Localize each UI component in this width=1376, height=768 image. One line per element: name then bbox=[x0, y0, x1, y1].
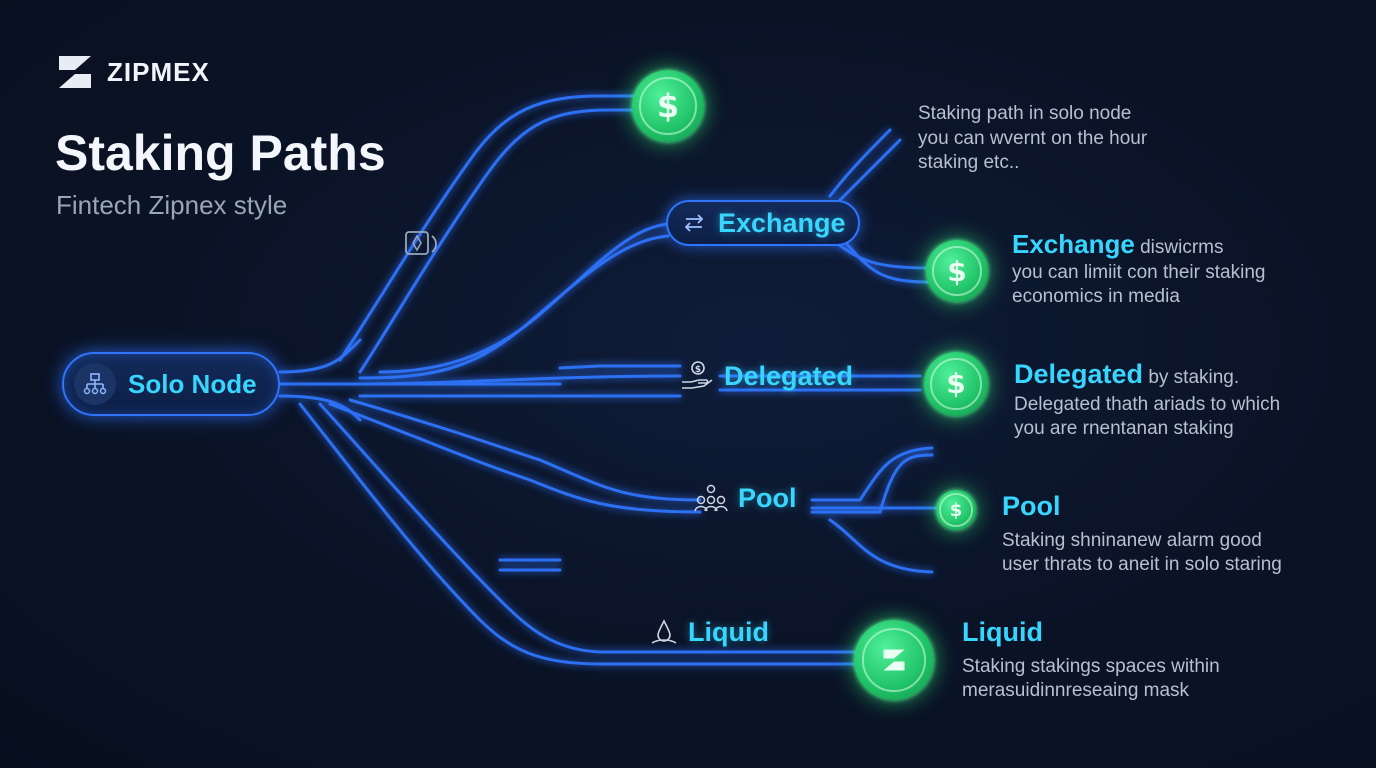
coin-exchange: $ bbox=[926, 240, 988, 302]
desc-delegated-head: Delegated bbox=[1014, 359, 1144, 389]
delegated-label: Delegated bbox=[724, 360, 854, 391]
zipmex-coin-icon bbox=[862, 628, 926, 692]
liquid-label: Liquid bbox=[688, 616, 769, 647]
desc-top-line: staking etc.. bbox=[918, 152, 1020, 173]
people-group-icon bbox=[694, 484, 728, 512]
desc-exchange-tail: diswicrms bbox=[1134, 237, 1224, 258]
desc-top-line: Staking path in solo node bbox=[918, 103, 1132, 124]
rotate-document-icon bbox=[405, 231, 437, 255]
pool-node[interactable]: Pool bbox=[694, 478, 797, 518]
water-drop-icon bbox=[651, 619, 677, 644]
desc-top: Staking path in solo node you can wvernt… bbox=[918, 102, 1147, 176]
desc-exchange-line: economics in media bbox=[1012, 286, 1180, 307]
network-node-icon bbox=[74, 363, 116, 405]
delegated-node[interactable]: $ Delegated bbox=[680, 356, 853, 396]
coin-top: $ bbox=[632, 70, 704, 142]
svg-text:$: $ bbox=[695, 365, 701, 375]
desc-top-line: you can wvernt on the hour bbox=[918, 127, 1148, 149]
desc-pool-line: user thrats to aneit in solo staring bbox=[1002, 554, 1282, 575]
desc-delegated: Delegated by staking. Delegated thath ar… bbox=[1014, 359, 1281, 442]
desc-liquid-line: merasuidinnreseaing mask bbox=[962, 680, 1190, 701]
desc-liquid-head: Liquid bbox=[962, 617, 1043, 647]
desc-delegated-line: Delegated thath ariads to which bbox=[1014, 393, 1281, 415]
coin-pool: $ bbox=[936, 490, 976, 530]
desc-delegated-line: you are rnentanan staking bbox=[1014, 418, 1234, 439]
exchange-node[interactable]: Exchange bbox=[666, 200, 860, 246]
coin-liquid bbox=[854, 620, 934, 700]
desc-liquid: Liquid Staking stakings spaces within me… bbox=[962, 617, 1220, 704]
desc-delegated-title: Delegated by staking. bbox=[1014, 359, 1280, 391]
swap-arrows-icon bbox=[684, 214, 704, 232]
hand-coin-icon: $ bbox=[682, 361, 713, 389]
solo-node-label: Solo Node bbox=[128, 368, 257, 399]
page-subtitle: Fintech Zipnex style bbox=[56, 190, 288, 220]
solo-node[interactable]: Solo Node bbox=[62, 352, 280, 416]
coin-delegated: $ bbox=[924, 352, 988, 416]
desc-pool-head: Pool bbox=[1002, 491, 1061, 521]
desc-exchange: Exchange diswicrms you can limiit con th… bbox=[1012, 229, 1266, 310]
desc-delegated-tail: by staking. bbox=[1143, 367, 1240, 388]
brand: ZIPMEX bbox=[55, 50, 210, 94]
page-title: Staking Paths bbox=[55, 125, 386, 181]
desc-liquid-line: Staking stakings spaces within bbox=[962, 655, 1220, 677]
pool-label: Pool bbox=[738, 482, 797, 513]
dollar-icon: $ bbox=[639, 77, 697, 135]
desc-pool-line: Staking shninanew alarm good bbox=[1002, 529, 1262, 551]
desc-exchange-line: you can limiit con their staking bbox=[1012, 261, 1266, 283]
dollar-icon: $ bbox=[930, 358, 982, 410]
desc-exchange-title: Exchange diswicrms bbox=[1012, 229, 1265, 261]
liquid-node[interactable]: Liquid bbox=[650, 612, 769, 652]
brand-name: ZIPMEX bbox=[107, 56, 210, 87]
desc-exchange-head: Exchange bbox=[1012, 229, 1135, 259]
dollar-icon: $ bbox=[939, 493, 973, 527]
zipmex-logo-icon bbox=[59, 56, 91, 88]
exchange-label: Exchange bbox=[718, 207, 846, 238]
desc-pool: Pool Staking shninanew alarm good user t… bbox=[1002, 491, 1282, 578]
dollar-icon: $ bbox=[932, 246, 982, 296]
